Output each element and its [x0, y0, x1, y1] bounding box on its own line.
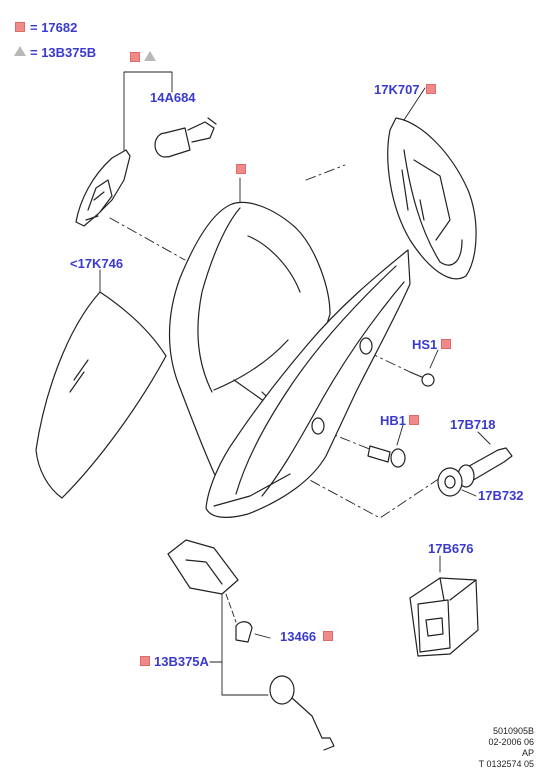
- bracket-triangle-marker: [144, 51, 156, 61]
- mirror-glass-drawing: [35, 291, 167, 499]
- lamp-bracket-drawing: [75, 149, 131, 227]
- washer-drawing: [437, 467, 463, 497]
- 13466-square-marker: [323, 631, 333, 641]
- 13B375A-square-marker: [140, 656, 150, 666]
- legend-square-marker: [15, 22, 25, 32]
- housing-cover-drawing: [387, 117, 477, 280]
- part-label-17B732: 17B732: [478, 488, 524, 503]
- bolt-hb1-drawing: [367, 445, 406, 468]
- bulb-socket-drawing: [154, 117, 217, 158]
- part-label-13B375A: 13B375A: [154, 654, 209, 669]
- HS1-square-marker: [441, 339, 451, 349]
- part-label-HB1: HB1: [380, 413, 407, 428]
- 17K707-square-marker: [426, 84, 436, 94]
- screw-hs1-drawing: [409, 371, 435, 387]
- footer-line-1: 5010905B: [492, 726, 534, 736]
- legend-square-label: = 17682: [30, 20, 78, 35]
- part-label-14A684: 14A684: [150, 90, 196, 105]
- part-label-17B718: 17B718: [450, 417, 496, 432]
- part-label-13466: 13466: [280, 629, 317, 644]
- puddle-lamp-drawing: [167, 539, 335, 751]
- footer-line-4: T 0132574 05: [478, 759, 534, 769]
- part-label-HS1: HS1: [412, 337, 438, 352]
- HB1-square-marker: [409, 415, 419, 425]
- mirror-head-drawing: [168, 201, 411, 518]
- pivot-pin-drawing: [457, 447, 513, 488]
- part-label-17K746: <17K746: [70, 256, 124, 271]
- legend-triangle-marker: [14, 46, 26, 56]
- legend-triangle-label: = 13B375B: [30, 45, 97, 60]
- bracket-square-marker: [130, 52, 140, 62]
- part-label-17B676: 17B676: [428, 541, 474, 556]
- footer-line-3: AP: [521, 748, 534, 758]
- switch-drawing: [409, 577, 479, 657]
- footer-reference: 5010905B 02-2006 06 AP T 0132574 05: [479, 726, 534, 770]
- head-square-marker: [236, 164, 246, 174]
- footer-line-2: 02-2006 06: [488, 737, 534, 747]
- part-label-17K707: 17K707: [374, 82, 420, 97]
